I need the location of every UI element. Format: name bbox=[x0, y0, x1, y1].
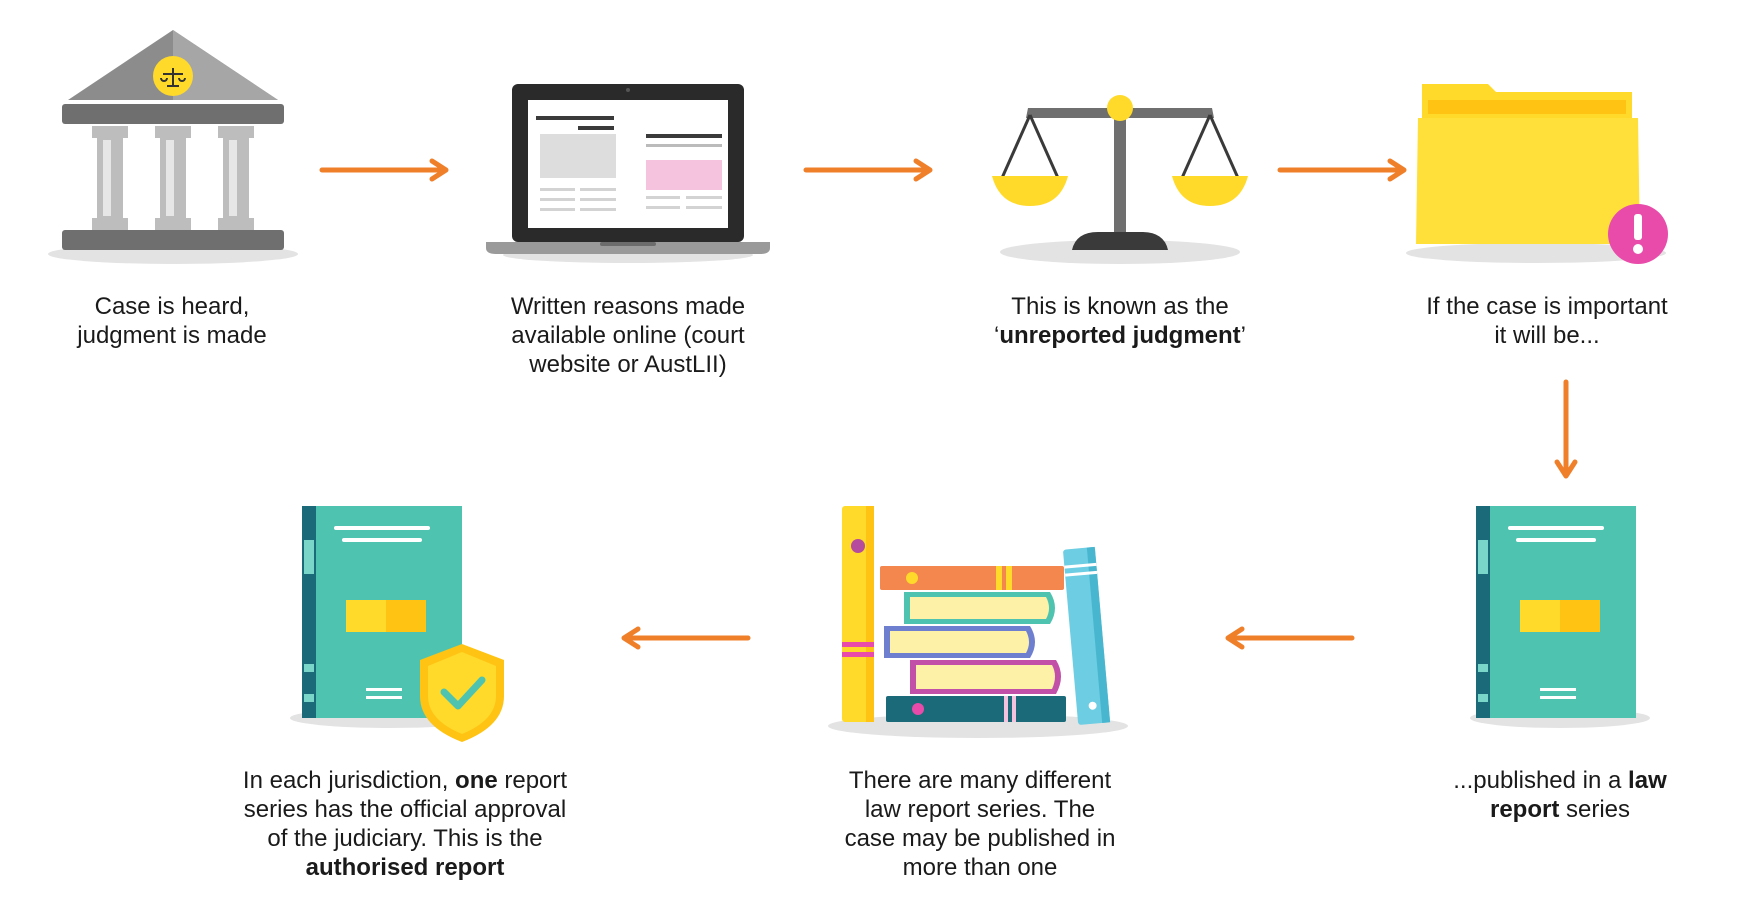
caption-text: available online (court bbox=[511, 322, 745, 349]
caption-text: website or AustLII) bbox=[529, 351, 727, 378]
caption-line: If the case is important bbox=[1402, 292, 1692, 321]
scales-icon bbox=[992, 95, 1248, 264]
caption-text: ’ bbox=[1240, 322, 1246, 349]
caption-line: This is known as the bbox=[975, 292, 1265, 321]
caption-bold-text: report bbox=[1489, 796, 1560, 823]
caption-line: more than one bbox=[820, 853, 1140, 882]
caption-bold-text: unreported judgment bbox=[999, 322, 1241, 349]
laptop-icon bbox=[486, 84, 770, 263]
caption-line: law report series. The bbox=[820, 795, 1140, 824]
caption-text: it will be... bbox=[1494, 322, 1600, 349]
authorised-report-icon bbox=[290, 506, 504, 742]
caption-unreported-judgment: This is known as the‘unreported judgment… bbox=[975, 292, 1265, 350]
caption-line: In each jurisdiction, one report bbox=[210, 766, 600, 795]
caption-text: series bbox=[1559, 796, 1631, 823]
caption-text: judgment is made bbox=[77, 322, 267, 349]
caption-text: ...published in a bbox=[1453, 767, 1629, 794]
caption-text: If the case is important bbox=[1426, 293, 1668, 320]
caption-line: series has the official approval bbox=[210, 795, 600, 824]
caption-case-heard: Case is heard,judgment is made bbox=[47, 292, 297, 350]
caption-bold-text: law bbox=[1628, 767, 1667, 794]
caption-text: Case is heard, bbox=[94, 293, 250, 320]
law-report-book-icon bbox=[1470, 506, 1650, 728]
caption-line: it will be... bbox=[1402, 321, 1692, 350]
caption-text: law report series. The bbox=[864, 796, 1096, 823]
folder-alert-icon bbox=[1406, 84, 1668, 264]
caption-bold-text: authorised report bbox=[305, 854, 505, 881]
caption-line: ‘unreported judgment’ bbox=[975, 321, 1265, 350]
caption-text: more than one bbox=[902, 854, 1058, 881]
caption-text: case may be published in bbox=[844, 825, 1116, 852]
caption-line: report series bbox=[1420, 795, 1700, 824]
caption-text: of the judiciary. This is the bbox=[267, 825, 543, 852]
caption-text: There are many different bbox=[848, 767, 1112, 794]
caption-bold-text: one bbox=[455, 767, 498, 794]
caption-text: This is known as the bbox=[1011, 293, 1229, 320]
flow-arrows bbox=[319, 158, 1578, 650]
caption-text: In each jurisdiction, bbox=[242, 767, 456, 794]
caption-text: series has the official approval bbox=[243, 796, 567, 823]
caption-line: Written reasons made bbox=[488, 292, 768, 321]
caption-line: of the judiciary. This is the bbox=[210, 824, 600, 853]
caption-line: judgment is made bbox=[47, 321, 297, 350]
caption-line: There are many different bbox=[820, 766, 1140, 795]
caption-text: ‘ bbox=[993, 322, 1000, 349]
caption-line: website or AustLII) bbox=[488, 350, 768, 379]
caption-text: report bbox=[497, 767, 568, 794]
caption-line: available online (court bbox=[488, 321, 768, 350]
caption-line: Case is heard, bbox=[47, 292, 297, 321]
caption-line: case may be published in bbox=[820, 824, 1140, 853]
caption-line: ...published in a law bbox=[1420, 766, 1700, 795]
caption-text: Written reasons made bbox=[510, 293, 746, 320]
caption-line: authorised report bbox=[210, 853, 600, 882]
court-building-icon bbox=[48, 30, 298, 264]
book-stack-icon bbox=[828, 506, 1128, 738]
